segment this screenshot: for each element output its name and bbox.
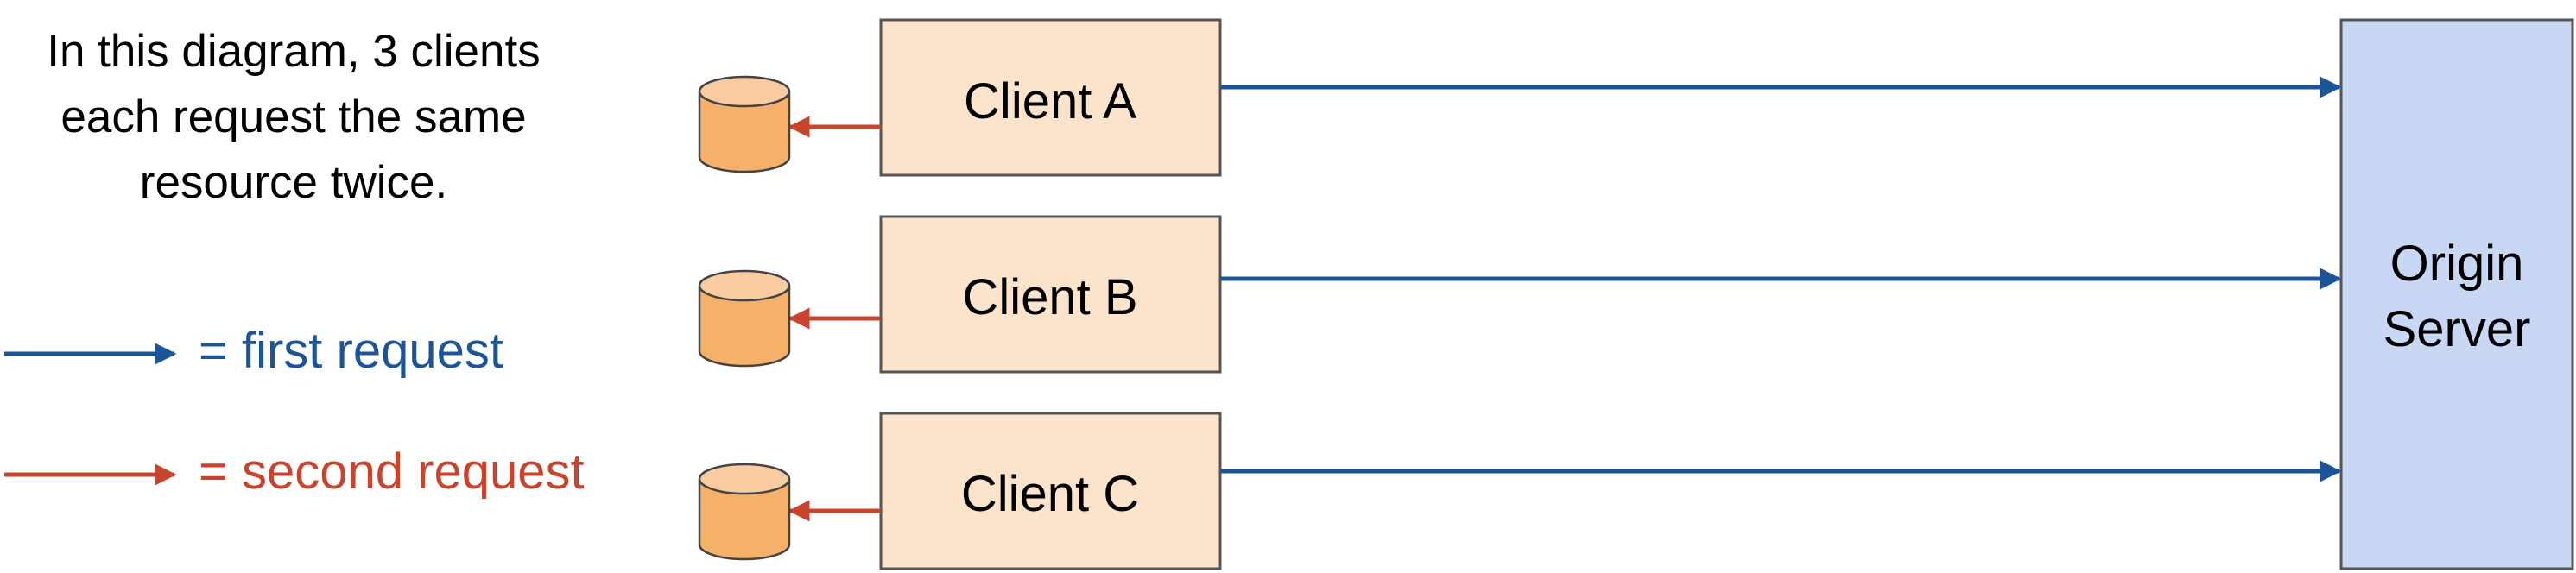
client-a-box	[879, 18, 1222, 177]
client-a-label: Client A	[964, 73, 1136, 129]
origin-server-label-line2: Server	[2383, 301, 2531, 357]
client-b-label: Client B	[962, 269, 1137, 325]
client-c-box	[879, 412, 1222, 570]
client-a-cache-icon	[698, 75, 791, 173]
client-c-cache-icon	[698, 463, 791, 561]
origin-server-box	[2339, 18, 2574, 570]
client-row-c: Client C	[698, 412, 2342, 570]
origin-server-label-line1: Origin	[2390, 236, 2524, 292]
client-c-label: Client C	[961, 466, 1139, 522]
client-row-b: Client B	[698, 215, 2342, 374]
legend-first-request-label: = first request	[199, 323, 503, 379]
client-b-box	[879, 215, 1222, 374]
legend-second-request-label: = second request	[199, 444, 585, 500]
diagram-description: In this diagram, 3 clients each request …	[47, 26, 541, 208]
client-row-a: Client A	[698, 18, 2342, 177]
origin-server: Origin Server	[2339, 18, 2574, 570]
client-b-cache-icon	[698, 269, 791, 368]
